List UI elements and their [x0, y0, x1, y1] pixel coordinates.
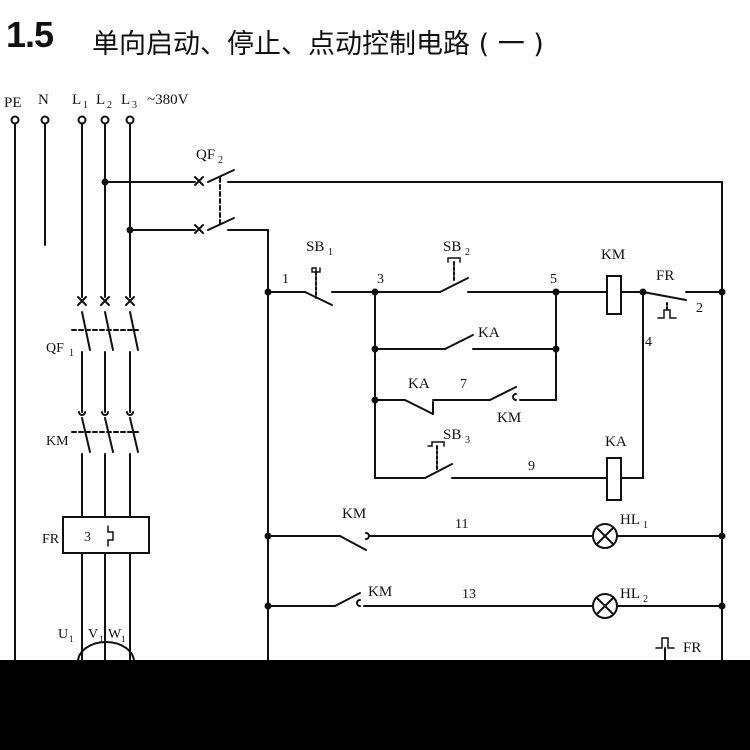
qf2-lower-x-mark: [194, 224, 204, 234]
motor-u-sub: 1: [69, 634, 74, 644]
node-label-2: 2: [696, 301, 703, 316]
km-main-arc-l3: [126, 411, 134, 416]
junction-row2-right: [552, 345, 560, 353]
terminal-l1: [77, 115, 87, 125]
motor-u-label: U: [58, 627, 68, 642]
km-coil-label: KM: [601, 247, 625, 263]
km-main-blade-l3: [129, 417, 139, 453]
supply-label-l3-sub: 3: [132, 100, 137, 111]
qf1-label-sub: 1: [69, 348, 74, 359]
km-main-blade-l2: [104, 417, 114, 453]
sb1-label: SB: [306, 239, 324, 255]
sb3-blade: [424, 463, 453, 479]
motor-w-label: W: [108, 627, 122, 642]
qf1-blade-l3: [129, 311, 139, 351]
sb1-label-sub: 1: [328, 247, 333, 258]
supply-label-l1-sub: 1: [83, 100, 88, 111]
supply-label-n: N: [38, 92, 49, 108]
terminal-n: [40, 115, 50, 125]
hl1-lamp-cross: [596, 527, 614, 545]
terminal-l2: [100, 115, 110, 125]
km-row7-blade: [489, 386, 517, 401]
motor-w-sub: 1: [121, 634, 126, 644]
junction-row5-right: [718, 532, 726, 540]
sb3-label: SB: [443, 427, 461, 443]
km-row11-label: KM: [342, 506, 366, 522]
km-row13-blade: [334, 592, 361, 607]
fr-main-box: [62, 516, 150, 554]
junction-node-2: [718, 288, 726, 296]
qf1-x-mark-l3: [125, 296, 135, 306]
qf2-label: QF: [196, 147, 215, 163]
supply-label-pe: PE: [4, 95, 22, 111]
sb1-blade: [304, 291, 333, 306]
ka-coil: [606, 457, 622, 501]
sb2-label-sub: 2: [465, 247, 470, 258]
bottom-black-bar: [0, 660, 750, 750]
qf2-label-sub: 2: [218, 155, 223, 166]
km-main-arc-l1: [78, 411, 86, 416]
node-label-11: 11: [455, 517, 468, 532]
km-row11-arc: [365, 532, 370, 540]
qf1-x-mark-l2: [100, 296, 110, 306]
fr-contact-label: FR: [656, 268, 674, 284]
ka-contact1-blade: [444, 334, 474, 350]
hl1-label-sub: 1: [643, 520, 648, 531]
qf1-label: QF: [46, 341, 64, 356]
node-label-5: 5: [550, 272, 557, 287]
qf2-upper-x-mark: [194, 176, 204, 186]
motor-v-label: V: [88, 627, 98, 642]
section-number: 1.5: [6, 14, 54, 55]
ka-contact2-label: KA: [408, 376, 430, 392]
sb3-button-head: [427, 441, 445, 447]
ka-contact2-blade: [404, 399, 434, 415]
junction-row6-right: [718, 602, 726, 610]
node-label-1: 1: [282, 272, 289, 287]
km-row7-label: KM: [497, 410, 521, 426]
fr-main-label: FR: [42, 532, 60, 547]
sb2-button-head: [447, 257, 461, 263]
km-main-blade-l1: [81, 417, 91, 453]
node-label-7: 7: [460, 377, 467, 392]
hl2-lamp-cross: [596, 597, 614, 615]
node-label-13: 13: [462, 587, 476, 602]
node-label-9: 9: [528, 459, 535, 474]
sb3-label-sub: 3: [465, 435, 470, 446]
ka-coil-label: KA: [605, 434, 627, 450]
km-row13-arc: [356, 599, 361, 607]
hl1-label: HL: [620, 512, 640, 528]
supply-label-l1: L: [72, 92, 81, 108]
qf1-x-mark-l1: [77, 296, 87, 306]
supply-label-l3: L: [121, 92, 130, 108]
km-row7-arc: [512, 393, 517, 401]
ka-contact1-label: KA: [478, 325, 500, 341]
fr-box-number: 3: [84, 530, 91, 545]
page-title: 单向启动、停止、点动控制电路 ( 一 ): [92, 29, 544, 60]
sb2-blade: [439, 277, 469, 293]
terminal-l3: [125, 115, 135, 125]
km-main-arc-l2: [101, 411, 109, 416]
node-label-4: 4: [645, 335, 652, 350]
qf2-upper-blade: [207, 169, 235, 183]
km-main-label: KM: [46, 434, 69, 449]
km-row13-label: KM: [368, 584, 392, 600]
fr-contact-heater-symbol: [657, 309, 677, 319]
fr-bottom-heater-symbol: [655, 637, 675, 649]
motor-v-sub: 1: [99, 634, 104, 644]
km-coil: [606, 275, 622, 315]
fr-bottom-label: FR: [683, 640, 701, 656]
motor-symbol-top: [77, 641, 135, 663]
fr-contact-blade: [642, 291, 687, 301]
sb2-label: SB: [443, 239, 461, 255]
fr-box-heater-symbol: [107, 525, 114, 547]
terminal-pe: [10, 115, 20, 125]
node-label-3: 3: [377, 272, 384, 287]
supply-label-l2: L: [96, 92, 105, 108]
km-row11-blade: [339, 535, 367, 551]
hl2-label: HL: [620, 586, 640, 602]
hl2-label-sub: 2: [643, 594, 648, 605]
supply-label-l2-sub: 2: [107, 100, 112, 111]
supply-voltage-label: ~380V: [147, 92, 189, 108]
